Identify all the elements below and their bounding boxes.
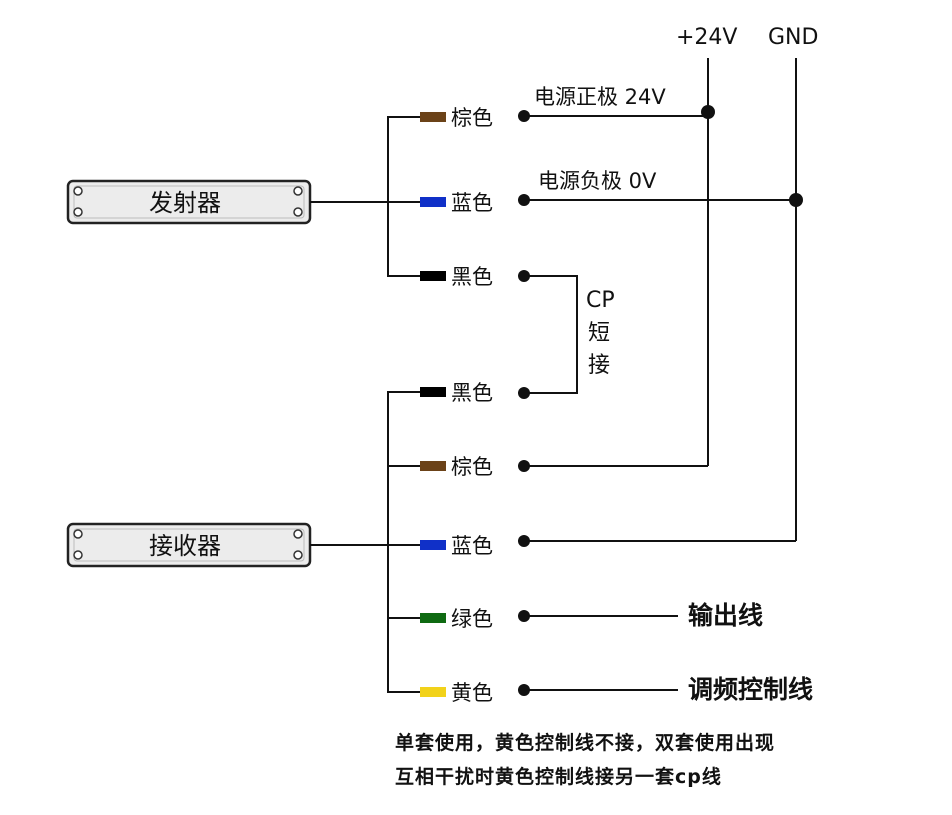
screw-icon (293, 207, 303, 217)
cp-label-3: 接 (588, 353, 610, 378)
output-line-label: 输出线 (688, 601, 763, 630)
junction-dot (789, 193, 803, 207)
wire-label-blue: 蓝色 (451, 534, 493, 558)
wire-tip-black (420, 387, 446, 397)
power-negative-label: 电源负极 0V (538, 169, 657, 193)
power-positive-label: 电源正极 24V (534, 85, 666, 109)
freq-control-line-label: 调频控制线 (688, 675, 813, 704)
screw-icon (73, 186, 83, 196)
wire-label-yellow: 黄色 (451, 681, 493, 705)
emitter-device: 发射器 (66, 179, 312, 225)
receiver-label: 接收器 (149, 532, 221, 560)
receiver-wire-blue: 蓝色 (420, 534, 530, 558)
wire-tip-green (420, 613, 446, 623)
wire-label-blue: 蓝色 (451, 191, 493, 215)
screw-icon (73, 207, 83, 217)
screw-icon (73, 550, 83, 560)
emitter-cable (310, 116, 420, 277)
junction-dot (701, 105, 715, 119)
screw-icon (293, 550, 303, 560)
gnd-label: GND (768, 25, 818, 50)
wire-label-brown: 棕色 (451, 455, 493, 479)
wire-tip-blue (420, 540, 446, 550)
wire-label-green: 绿色 (451, 607, 493, 631)
cp-label-1: CP (586, 288, 615, 313)
wire-label-black: 黑色 (451, 381, 493, 405)
screw-icon (293, 186, 303, 196)
wire-tip-brown (420, 112, 446, 122)
receiver-cable (310, 391, 420, 693)
note-line-1: 单套使用，黄色控制线不接，双套使用出现 (395, 732, 776, 754)
plus24v-label: +24V (676, 25, 737, 50)
emitter-wire-blue: 蓝色 (420, 191, 530, 215)
wire-tip-brown (420, 461, 446, 471)
wire-tip-black (420, 271, 446, 281)
wire-tip-yellow (420, 687, 446, 697)
note-line-2: 互相干扰时黄色控制线接另一套cp线 (395, 766, 722, 788)
wire-label-black: 黑色 (451, 265, 493, 289)
emitter-wire-brown: 棕色 (420, 106, 530, 130)
screw-icon (293, 529, 303, 539)
receiver-wire-yellow: 黄色 (420, 681, 530, 705)
wire-label-brown: 棕色 (451, 106, 493, 130)
emitter-label: 发射器 (149, 189, 221, 217)
receiver-device: 接收器 (66, 522, 312, 568)
receiver-wire-green: 绿色 (420, 607, 530, 631)
emitter-wire-black: 黑色 (420, 265, 530, 289)
power-rails (524, 58, 797, 691)
receiver-wire-brown: 棕色 (420, 455, 530, 479)
receiver-wire-black: 黑色 (420, 381, 530, 405)
cp-label-2: 短 (588, 321, 610, 346)
screw-icon (73, 529, 83, 539)
wire-tip-blue (420, 197, 446, 207)
